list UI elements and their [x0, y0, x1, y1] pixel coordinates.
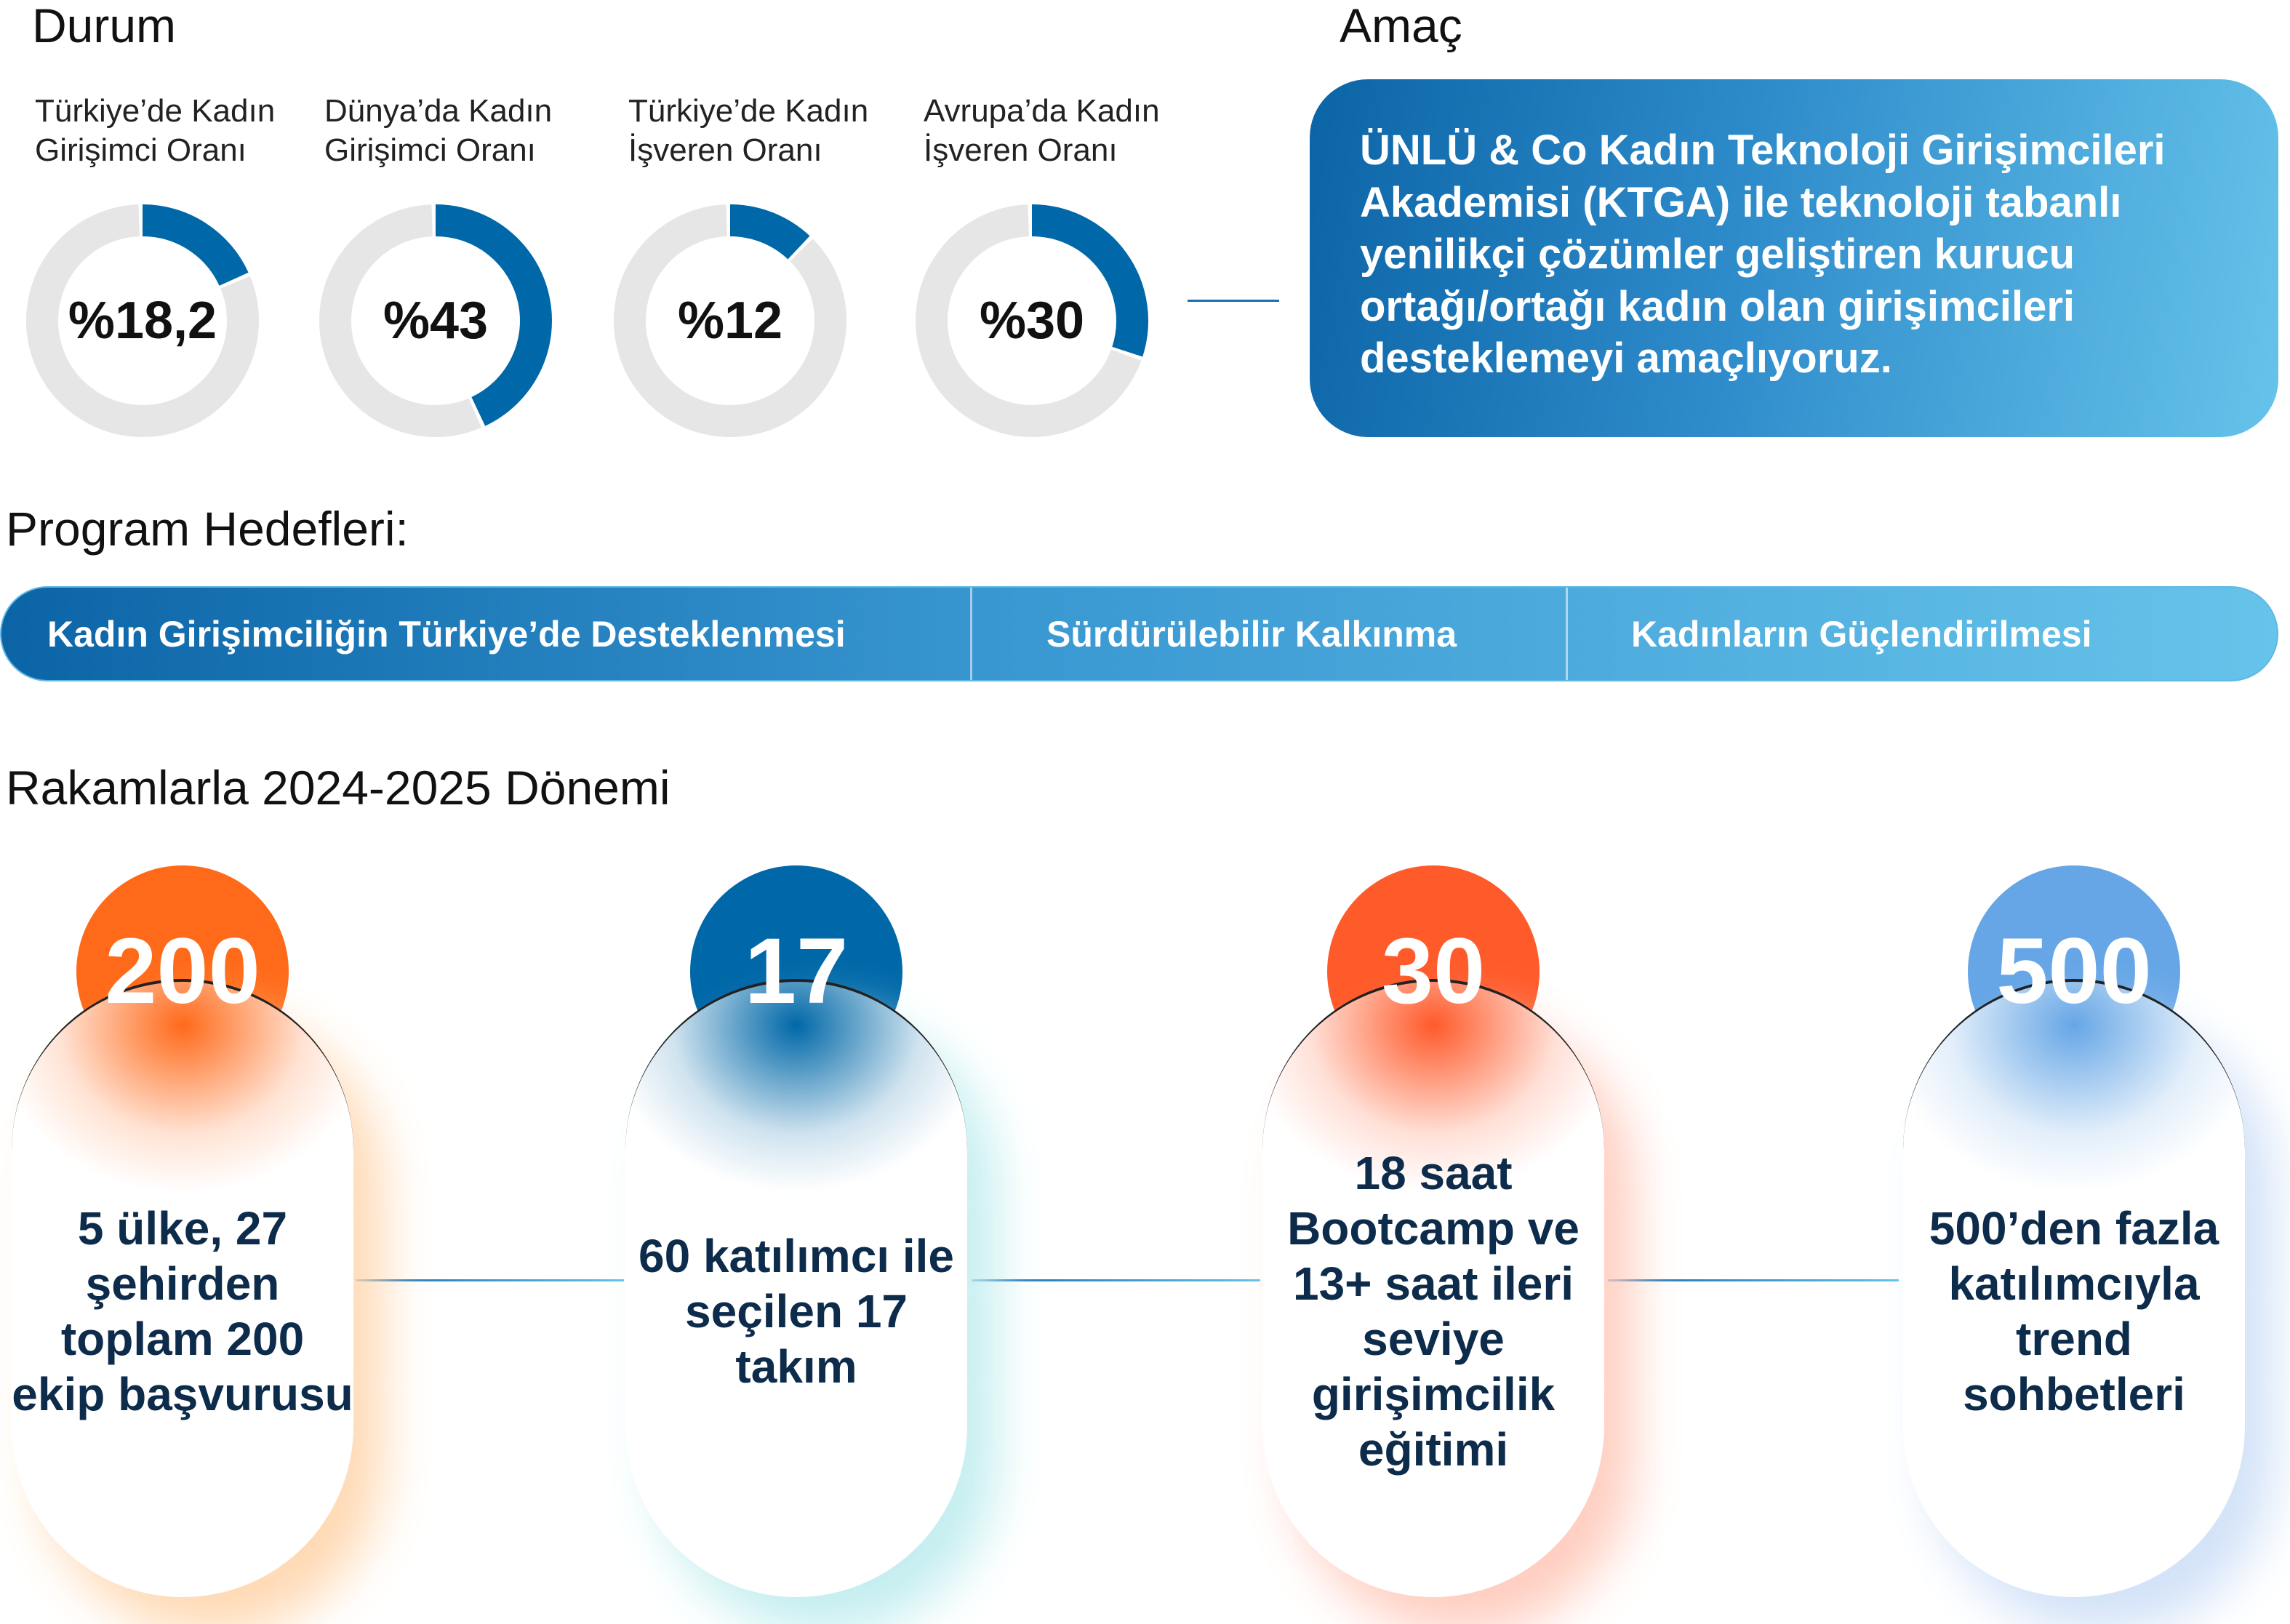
- goal-box: ÜNLÜ & Co Kadın Teknoloji Girişimcileri …: [1310, 79, 2278, 437]
- donut-value-arc: [729, 204, 810, 260]
- donut-chart: %30: [912, 201, 1152, 441]
- figure-text: 18 saat Bootcamp ve 13+ saat ileri seviy…: [1287, 1147, 1580, 1476]
- donut-track: [26, 204, 259, 437]
- stat-label-line: Girişimci Oranı: [35, 132, 247, 168]
- donut-value: %43: [383, 292, 489, 350]
- figure-text: 500’den fazla katılımcıyla trend sohbetl…: [1929, 1202, 2219, 1420]
- donut-chart: %12: [610, 201, 850, 441]
- goal-text: ÜNLÜ & Co Kadın Teknoloji Girişimcileri …: [1360, 127, 2166, 382]
- stat-label-line: İşveren Oranı: [628, 132, 822, 168]
- donut-value-arc: [435, 204, 552, 426]
- figure-card-body: 5 ülke, 27 şehirden toplam 200 ekip başv…: [12, 979, 353, 1597]
- divider: [1566, 588, 1568, 680]
- donut-chart: %43: [316, 201, 556, 441]
- figure-card-body: 18 saat Bootcamp ve 13+ saat ileri seviy…: [1262, 979, 1604, 1597]
- divider: [970, 588, 972, 680]
- donut-value-arc: [142, 204, 249, 287]
- donut-track: [319, 204, 481, 437]
- donut-value: %12: [677, 292, 783, 350]
- figure-number: 200: [105, 919, 260, 1023]
- program-goal: Kadınların Güçlendirilmesi: [1631, 613, 2092, 655]
- donut-value: %30: [979, 292, 1085, 350]
- figure-number: 500: [1996, 919, 2152, 1023]
- status-title: Durum: [32, 0, 177, 52]
- stat-label-line: Dünya’da Kadın: [324, 93, 553, 129]
- donut-value-arc: [1031, 204, 1148, 357]
- stat-label-line: Türkiye’de Kadın: [628, 93, 869, 129]
- figure-number: 30: [1381, 919, 1486, 1023]
- program-goal: Kadın Girişimciliğin Türkiye’de Destekle…: [47, 613, 846, 655]
- program-title: Program Hedefleri:: [6, 502, 409, 556]
- stat-label-line: Avrupa’da Kadın: [924, 93, 1160, 129]
- stat-label-line: Girişimci Oranı: [324, 132, 536, 168]
- stat-label-line: İşveren Oranı: [924, 132, 1118, 168]
- goal-title: Amaç: [1340, 0, 1462, 52]
- donut-chart: %18,2: [23, 201, 263, 441]
- figures-title: Rakamlarla 2024-2025 Dönemi: [6, 761, 670, 815]
- connector-line: [1608, 1279, 1899, 1281]
- donut-track: [614, 204, 846, 437]
- figure-number: 17: [744, 919, 849, 1023]
- donut-value: %18,2: [68, 292, 217, 350]
- donut-track: [916, 204, 1142, 437]
- connector-line: [1188, 300, 1279, 302]
- connector-line: [972, 1279, 1260, 1281]
- connector-line: [356, 1279, 624, 1281]
- program-goal: Sürdürülebilir Kalkınma: [1046, 613, 1457, 655]
- figure-card-body: 500’den fazla katılımcıyla trend sohbetl…: [1903, 979, 2245, 1597]
- figure-text: 5 ülke, 27 şehirden toplam 200 ekip başv…: [12, 1202, 353, 1420]
- figure-text: 60 katılımcı ile seçilen 17 takım: [638, 1230, 955, 1393]
- stat-label-line: Türkiye’de Kadın: [35, 93, 276, 129]
- figure-card-body: 60 katılımcı ile seçilen 17 takım: [625, 979, 967, 1597]
- program-goals-bar: Kadın Girişimciliğin Türkiye’de Destekle…: [0, 586, 2278, 681]
